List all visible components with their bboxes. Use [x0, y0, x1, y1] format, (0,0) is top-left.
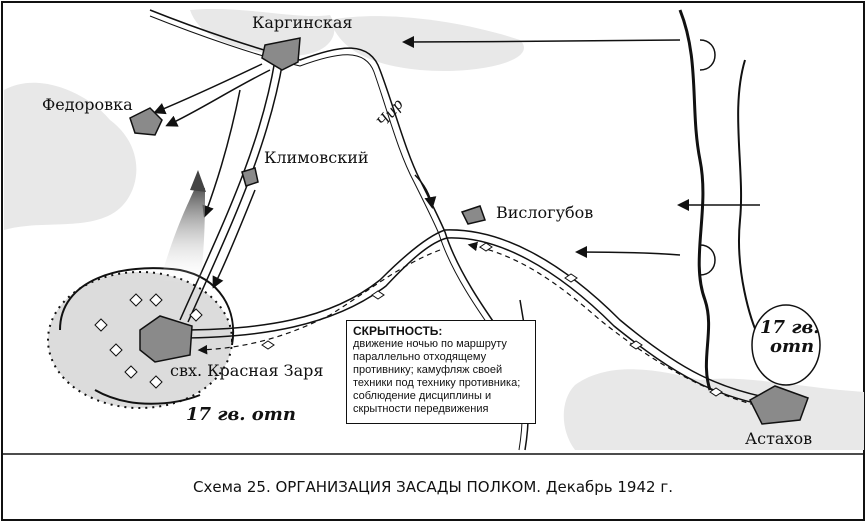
strike-arrow: [160, 188, 205, 285]
note-title: СКРЫТНОСТЬ:: [353, 324, 443, 338]
regiment-route: [197, 241, 756, 406]
settlement-krasnaya-zarya: [139, 315, 193, 363]
settlement-karginskaya: [261, 37, 301, 71]
settlement-astakhov: [749, 385, 809, 425]
caption: Схема 25. ОРГАНИЗАЦИЯ ЗАСАДЫ ПОЛКОМ. Дек…: [193, 478, 673, 496]
label-otp-right-line2: отп: [770, 336, 814, 357]
forest-areas: [4, 8, 864, 450]
note-body: движение ночью по маршруту параллельно о…: [353, 338, 521, 415]
secrecy-note: СКРЫТНОСТЬ: движение ночью по маршруту п…: [346, 320, 536, 424]
enemy-arrows: [153, 35, 760, 391]
label-astakhov: Астахов: [745, 429, 812, 448]
settlement-klimovsky: [241, 167, 259, 187]
label-otp-right-line1: 17 гв.: [760, 317, 820, 338]
ambush-line-bottom: [94, 389, 201, 405]
ambush-positions: [94, 293, 203, 389]
settlement-vislogubov: [460, 205, 486, 225]
strike-arrowhead: [190, 170, 206, 192]
label-klimovsky: Климовский: [264, 148, 369, 167]
label-vislogubov: Вислогубов: [496, 203, 593, 222]
roads: [177, 59, 781, 409]
label-fedorovka: Федоровка: [42, 95, 133, 114]
label-karginskaya: Каргинская: [252, 13, 352, 32]
front-line-main: [678, 9, 712, 391]
front-line-rear: [737, 59, 761, 341]
settlement-fedorovka: [129, 107, 163, 136]
reserve-oval: [751, 304, 821, 386]
settlements: [129, 37, 809, 425]
label-otp-left: 17 гв. отп: [186, 404, 296, 425]
label-krasnaya-zarya: свх. Красная Заря: [170, 361, 324, 380]
